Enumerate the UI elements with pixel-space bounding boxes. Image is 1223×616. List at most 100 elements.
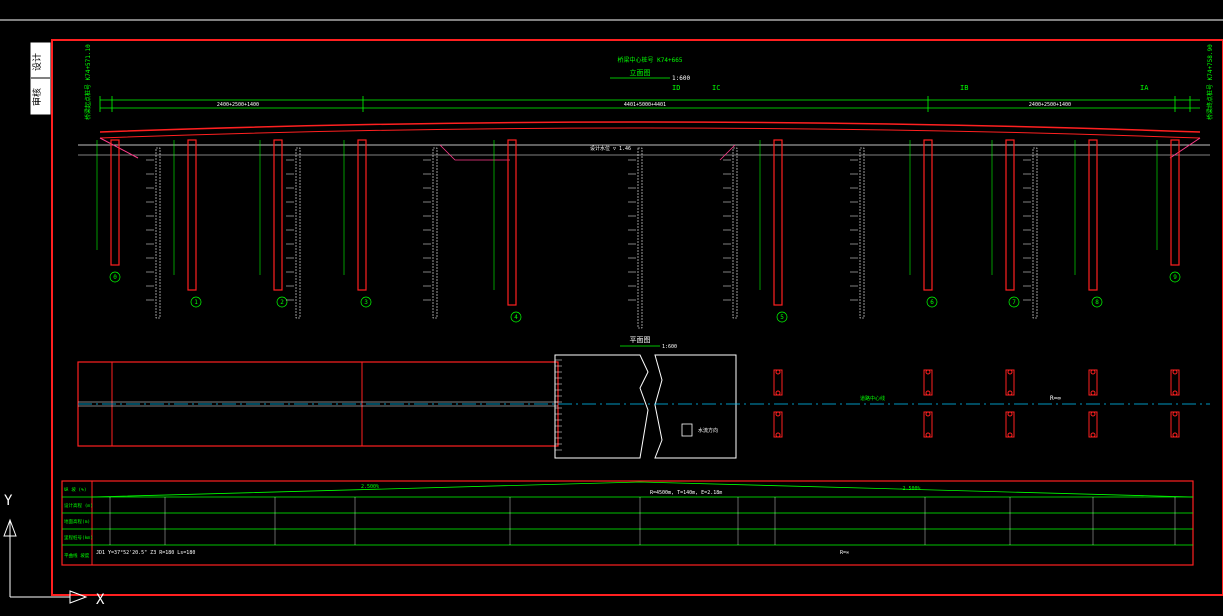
axis-x-label: X — [96, 592, 105, 608]
pier-number: 7 — [1012, 299, 1016, 306]
table-row-label: 纵 坡 (%) — [64, 486, 87, 493]
pier-column — [773, 139, 783, 306]
pier-column — [1170, 139, 1180, 266]
pile-circle — [1090, 369, 1096, 375]
borehole-log — [732, 147, 738, 319]
pile-circle — [1090, 411, 1096, 417]
profile-table: 纵 坡 (%)设计高程 (m)地面高程(m)里程桩号(km)平曲线 坡度 2.5… — [61, 480, 1194, 566]
grade-line — [91, 481, 1194, 498]
title-block-text-2: 审核 — [31, 88, 43, 106]
span-dim-left: 2400+2500+1400 — [217, 102, 259, 108]
pier-column — [273, 139, 283, 291]
flow-direction-label: 水流方向 — [698, 427, 718, 434]
pier-number: 8 — [1095, 299, 1099, 306]
pile-circle — [1007, 369, 1013, 375]
plan-deck-right — [654, 354, 737, 459]
pier-number: 1 — [194, 299, 198, 306]
table-row-label: 里程桩号(km) — [64, 534, 93, 541]
piers-group: 0 1 2 3 4 5 6 7 8 9 — [96, 139, 1181, 329]
pier-column — [110, 139, 120, 266]
pile-circle — [1172, 390, 1178, 396]
pier-number-circle — [1091, 296, 1103, 308]
pile-circle — [925, 390, 931, 396]
water-level-label: 设计水位 ▽ 1.46 — [590, 145, 631, 152]
span-dim-right: 2400+2500+1400 — [1029, 102, 1071, 108]
plan-piers-group — [773, 369, 1180, 438]
pile-circle — [1007, 390, 1013, 396]
borehole-log — [859, 147, 865, 319]
section-label-d: ID — [672, 84, 680, 92]
center-station-label: 桥梁中心桩号 K74+665 — [618, 56, 683, 64]
pile-circle — [1090, 390, 1096, 396]
plan-view: 平面图 1:600 道路中心线 R=∞ 水流方向 — [77, 336, 1210, 459]
pile-circle — [775, 432, 781, 438]
pier-column — [357, 139, 367, 291]
pile-circle — [925, 411, 931, 417]
pile-circle — [775, 390, 781, 396]
deck-bottom-line — [99, 127, 1201, 139]
pier-column — [923, 139, 933, 291]
borehole-log — [295, 147, 301, 319]
ucs-axes-icon: Y X — [3, 493, 105, 608]
span-dim-mid: 4401+5000+4401 — [624, 102, 666, 108]
pier-column — [1005, 139, 1015, 291]
pier-number: 2 — [280, 299, 284, 306]
borehole-log — [432, 147, 438, 319]
pier-number-circle — [510, 311, 522, 323]
deck-top-line — [99, 121, 1201, 133]
pile-circle — [1007, 411, 1013, 417]
pier-number-circle — [109, 271, 121, 283]
pile-circle — [775, 369, 781, 375]
road-curve-label: R=∞ — [1050, 395, 1061, 402]
plan-curve-left: JD1 Y=37°52'20.5" Z3 R=180 Ls=180 — [96, 550, 195, 556]
flow-arrow-icon — [681, 423, 693, 437]
borehole-log — [637, 147, 643, 329]
grade-left: 2.500% — [361, 484, 379, 490]
pile-circle — [775, 411, 781, 417]
title-block: 设计 审核 — [30, 42, 51, 115]
pier-column — [187, 139, 197, 291]
grade-right: -2.500% — [899, 486, 920, 492]
pier-column — [1088, 139, 1098, 291]
pile-circle — [1172, 411, 1178, 417]
drawing-frame — [51, 39, 1223, 596]
pile-circle — [1172, 432, 1178, 438]
pier-number-circle — [926, 296, 938, 308]
section-label-b: IB — [960, 84, 968, 92]
channel-bank — [439, 144, 736, 161]
plan-deck-left — [554, 354, 649, 459]
pier-number: 5 — [780, 314, 784, 321]
table-row-label: 设计高程 (m) — [64, 502, 93, 509]
start-station-label: 桥梁起点桩号 K74+571.10 — [84, 44, 92, 120]
section-label-c: IC — [712, 84, 720, 92]
pile-circle — [1090, 432, 1096, 438]
pier-column — [507, 139, 517, 306]
elevation-scale: 1:600 — [672, 75, 690, 82]
pier-number: 0 — [113, 274, 117, 281]
plan-title: 平面图 — [630, 336, 651, 344]
pier-number: 9 — [1173, 274, 1177, 281]
vertical-curve-label: R=4500m, T=140m, E=2.18m — [650, 490, 722, 496]
centerline-label: 道路中心线 — [860, 395, 885, 402]
pile-circle — [925, 432, 931, 438]
table-row-label: 地面高程(m) — [64, 518, 90, 525]
elevation-title: 立面图 — [630, 68, 651, 77]
pier-number-circle — [360, 296, 372, 308]
pier-number-circle — [1169, 271, 1181, 283]
pier-number: 3 — [364, 299, 368, 306]
elevation-view: 桥梁中心桩号 K74+665 立面图 1:600 桥梁起点桩号 K74+571.… — [78, 44, 1214, 329]
borehole-log — [1032, 147, 1038, 319]
pier-number: 6 — [930, 299, 934, 306]
borehole-log — [155, 147, 161, 319]
pier-number-circle — [276, 296, 288, 308]
pile-circle — [1007, 432, 1013, 438]
section-label-a: IA — [1140, 84, 1149, 92]
pier-number: 4 — [514, 314, 518, 321]
pile-circle — [925, 369, 931, 375]
pier-number-circle — [776, 311, 788, 323]
title-block-text-1: 设计 — [31, 53, 43, 71]
plan-scale: 1:600 — [662, 344, 677, 350]
end-station-label: 桥梁终点桩号 K74+758.90 — [1206, 44, 1214, 120]
axis-y-label: Y — [4, 493, 13, 509]
